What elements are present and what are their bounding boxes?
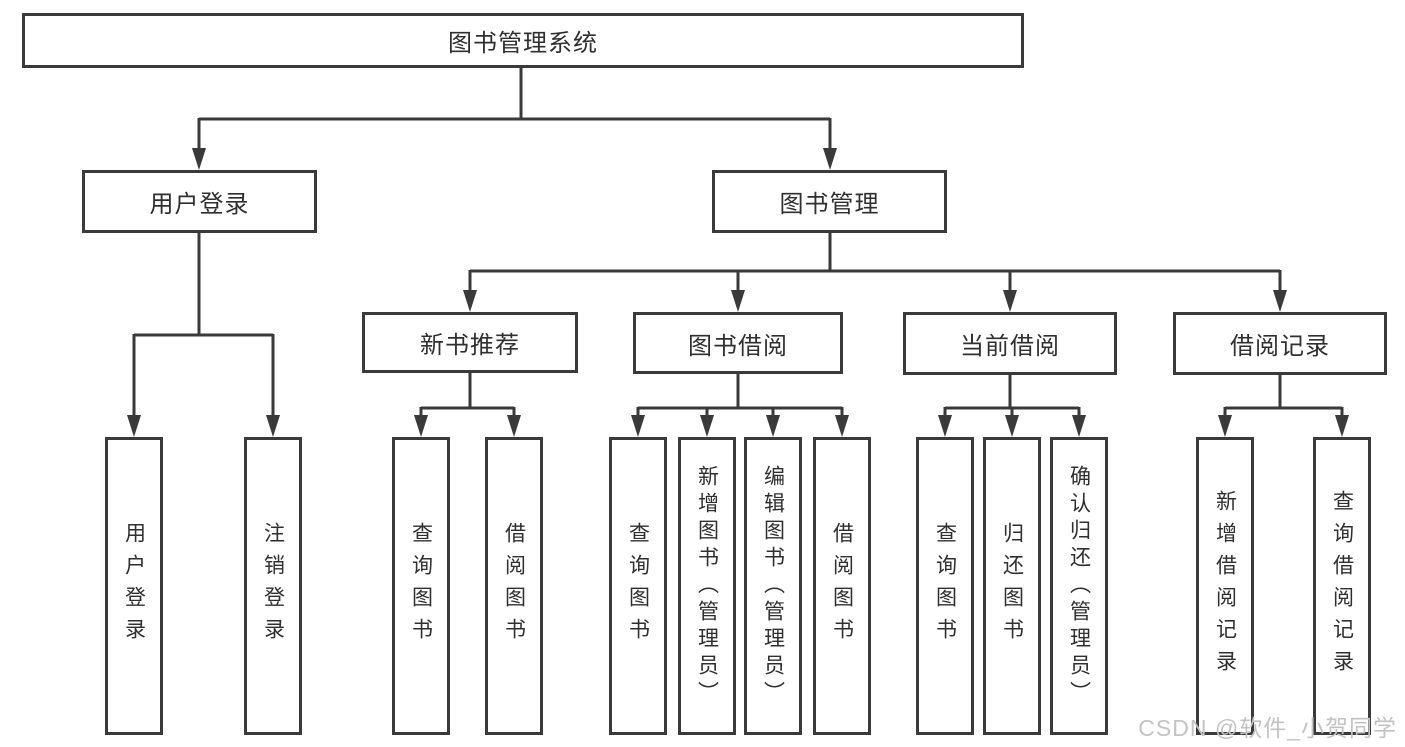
arrowhead	[1005, 415, 1019, 437]
node-current-borrowing: 当前借阅	[903, 312, 1117, 375]
leaf-label: 编辑图书（管理员）	[761, 464, 785, 708]
arrowhead	[1273, 290, 1287, 312]
leaf-query-books-2: 查询图书	[609, 437, 667, 735]
arrowhead	[266, 415, 280, 437]
leaf-label: 借阅图书	[830, 522, 854, 650]
arrowhead	[731, 290, 745, 312]
node-borrowing-records: 借阅记录	[1173, 312, 1387, 375]
arrowhead	[823, 148, 837, 170]
leaf-borrow-books-1: 借阅图书	[485, 437, 543, 735]
leaf-confirm-return-admin: 确认归还（管理员）	[1050, 437, 1108, 735]
node-root-label: 图书管理系统	[448, 30, 598, 57]
arrowhead	[1072, 415, 1086, 437]
arrowhead	[938, 415, 952, 437]
arrowhead	[1335, 415, 1349, 437]
leaf-label: 归还图书	[1000, 522, 1024, 650]
leaf-label: 注销登录	[261, 522, 285, 650]
arrowhead	[835, 415, 849, 437]
node-root: 图书管理系统	[22, 13, 1024, 68]
leaf-label: 查询借阅记录	[1330, 490, 1354, 682]
leaf-user-login: 用户登录	[105, 437, 163, 735]
node-label: 图书借阅	[688, 332, 788, 360]
node-book-management: 图书管理	[712, 170, 947, 233]
leaf-label: 查询图书	[409, 522, 433, 650]
connector-root	[197, 68, 832, 150]
connector-current-borrow	[943, 375, 1081, 417]
leaf-label: 确认归还（管理员）	[1067, 464, 1091, 708]
arrowhead	[463, 290, 477, 312]
node-label: 当前借阅	[960, 333, 1060, 360]
connector-user-login	[132, 233, 275, 417]
arrowhead	[1218, 415, 1232, 437]
node-user-login-branch: 用户登录	[82, 170, 317, 233]
arrowhead	[766, 415, 780, 437]
leaf-add-books-admin: 新增图书（管理员）	[678, 437, 736, 735]
leaf-label: 新增借阅记录	[1213, 490, 1237, 682]
leaf-label: 查询图书	[933, 522, 957, 650]
connector-book-mgmt	[468, 233, 1282, 292]
leaf-label: 查询图书	[626, 522, 650, 650]
arrowhead	[127, 415, 141, 437]
leaf-label: 用户登录	[122, 522, 146, 650]
arrowhead	[192, 148, 206, 170]
arrowhead	[631, 415, 645, 437]
leaf-label: 新增图书（管理员）	[695, 464, 719, 708]
leaf-label: 借阅图书	[502, 522, 526, 650]
watermark: CSDN @软件_小贺同学	[1138, 715, 1397, 741]
leaf-add-borrow-record: 新增借阅记录	[1196, 437, 1254, 735]
connector-book-borrow	[636, 374, 844, 417]
arrowhead	[1003, 290, 1017, 312]
node-new-book-recommend: 新书推荐	[362, 312, 578, 373]
connector-new-book	[419, 373, 516, 417]
leaf-logout: 注销登录	[244, 437, 302, 735]
leaf-query-books-3: 查询图书	[916, 437, 974, 735]
leaf-query-borrow-record: 查询借阅记录	[1313, 437, 1371, 735]
node-label: 借阅记录	[1230, 333, 1330, 360]
node-label: 图书管理	[779, 191, 880, 218]
node-label: 新书推荐	[420, 332, 520, 359]
node-book-borrowing: 图书借阅	[633, 312, 843, 374]
leaf-return-books: 归还图书	[983, 437, 1041, 735]
arrowhead	[700, 415, 714, 437]
leaf-query-books-1: 查询图书	[392, 437, 450, 735]
leaf-edit-books-admin: 编辑图书（管理员）	[744, 437, 802, 735]
leaf-borrow-books-2: 借阅图书	[813, 437, 871, 735]
node-label: 用户登录	[149, 191, 250, 218]
arrowhead	[414, 415, 428, 437]
connector-borrow-records	[1223, 375, 1344, 417]
arrowhead	[507, 415, 521, 437]
